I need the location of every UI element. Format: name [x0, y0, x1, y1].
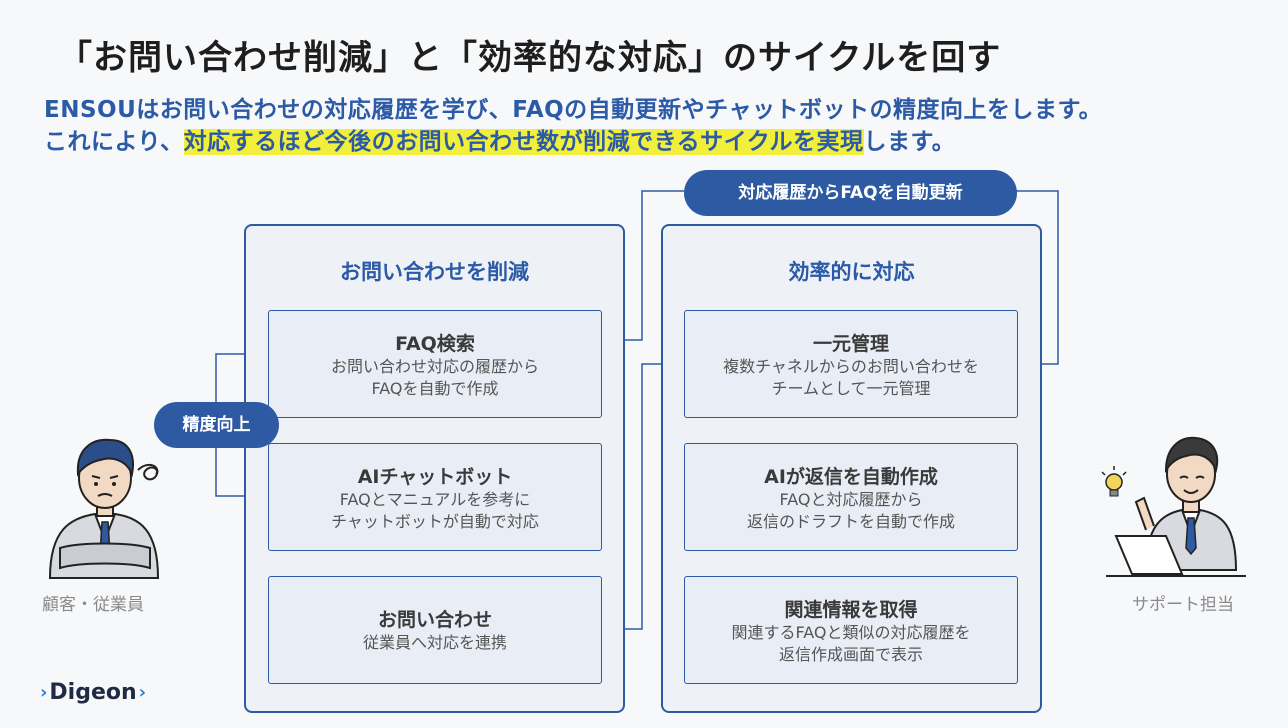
- page-title: 「お問い合わせ削減」と「効率的な対応」のサイクルを回す: [58, 38, 1002, 78]
- card-body-line: 複数チャネルからのお問い合わせを: [723, 357, 979, 376]
- faq-update-pill: 対応履歴からFAQを自動更新: [684, 170, 1017, 216]
- lead-line-2-post: します。: [863, 129, 956, 155]
- card-title: 一元管理: [812, 333, 889, 355]
- card-body-line: 従業員へ対応を連携: [362, 633, 507, 652]
- ai-reply-card: AIが返信を自動作成 FAQと対応履歴から 返信のドラフトを自動で作成: [684, 443, 1018, 551]
- logo-text: Digeon: [49, 680, 137, 705]
- ai-chatbot-card: AIチャットボット FAQとマニュアルを参考に チャットボットが自動で対応: [268, 443, 602, 551]
- faq-search-card: FAQ検索 お問い合わせ対応の履歴から FAQを自動で作成: [268, 310, 602, 418]
- support-person-illustration: [1101, 436, 1246, 577]
- card-body-line: 関連するFAQと類似の対応履歴を: [731, 623, 971, 642]
- reduce-inquiries-title: お問い合わせを削減: [340, 260, 529, 284]
- customer-person-illustration: [48, 438, 160, 579]
- card-title: お問い合わせ: [377, 609, 492, 631]
- card-body-line: チャットボットが自動で対応: [331, 512, 539, 531]
- logo-chevron-left-icon: ›: [40, 682, 48, 703]
- card-body-line: FAQとマニュアルを参考に: [339, 490, 531, 509]
- card-title: AIチャットボット: [357, 466, 513, 488]
- logo-chevron-right-icon: ›: [138, 682, 147, 703]
- lead-line-2-pre: これにより、: [44, 129, 184, 155]
- lead-line-1: ENSOUはお問い合わせの対応履歴を学び、FAQの自動更新やチャットボットの精度…: [44, 97, 1103, 123]
- card-body-line: チームとして一元管理: [771, 379, 931, 398]
- accuracy-pill: 精度向上: [154, 402, 279, 448]
- lead-highlight: 対応するほど今後のお問い合わせ数が削減できるサイクルを実現: [183, 129, 864, 155]
- card-title: AIが返信を自動作成: [764, 466, 938, 488]
- unified-management-card: 一元管理 複数チャネルからのお問い合わせを チームとして一元管理: [684, 310, 1018, 418]
- card-body-line: FAQを自動で作成: [371, 379, 499, 398]
- lead-line-2: これにより、対応するほど今後のお問い合わせ数が削減できるサイクルを実現します。: [44, 122, 955, 156]
- card-title: 関連情報を取得: [784, 599, 918, 621]
- card-title: FAQ検索: [395, 333, 475, 355]
- digeon-logo: › Digeon ›: [38, 680, 148, 705]
- efficient-response-title: 効率的に対応: [788, 260, 915, 284]
- card-body-line: 返信作成画面で表示: [778, 645, 923, 664]
- support-label: サポート担当: [1132, 595, 1234, 615]
- customer-label: 顧客・従業員: [42, 595, 144, 615]
- card-body-line: 返信のドラフトを自動で作成: [746, 512, 955, 531]
- card-body-line: FAQと対応履歴から: [779, 490, 923, 509]
- inquiry-card: お問い合わせ 従業員へ対応を連携: [268, 576, 602, 684]
- card-body-line: お問い合わせ対応の履歴から: [330, 357, 539, 376]
- related-info-card: 関連情報を取得 関連するFAQと類似の対応履歴を 返信作成画面で表示: [684, 576, 1018, 684]
